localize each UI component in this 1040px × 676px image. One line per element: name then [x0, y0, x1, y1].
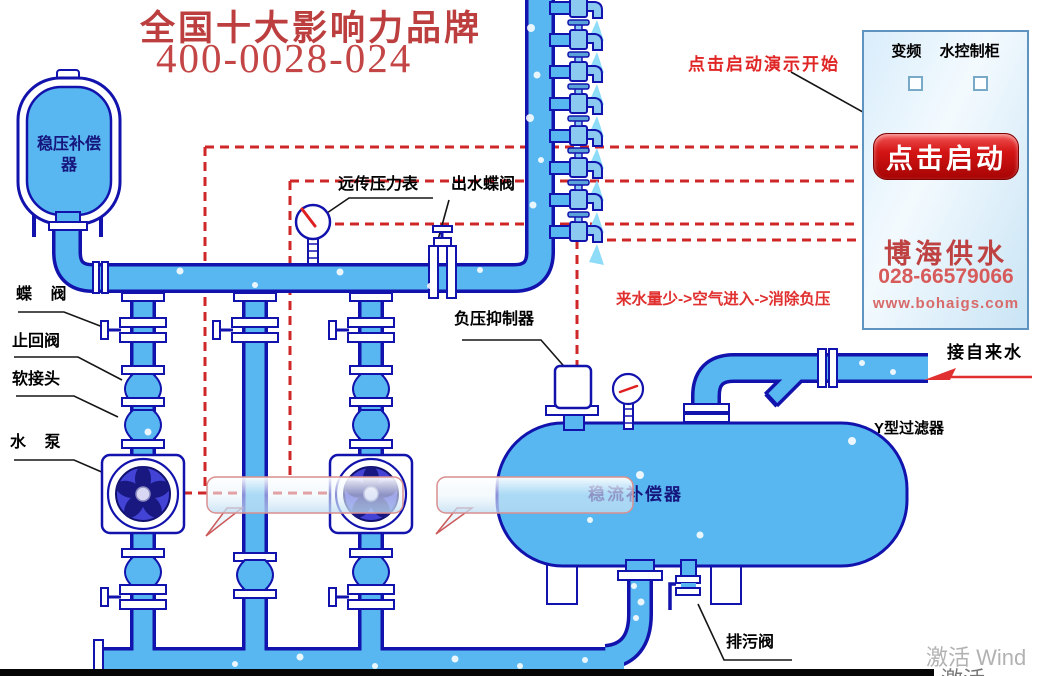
surge-tank — [16, 69, 122, 237]
remote-pressure-gauge-icon — [294, 203, 332, 265]
company-name: 博海供水 — [884, 239, 1008, 269]
bottom-bar — [0, 669, 934, 676]
flange-icon — [101, 261, 109, 294]
drain-valve-label: 排污阀 — [726, 634, 775, 651]
vfd-label: 变频 — [891, 43, 922, 60]
activation-watermark-2: 激活 Wind — [941, 662, 1040, 676]
vacuum-suppressor-label: 负压抑制器 — [454, 311, 535, 328]
callout-bubble-2 — [435, 476, 634, 535]
tank-pressure-gauge-icon — [611, 372, 645, 430]
flexible-joint-label: 软接头 — [12, 371, 61, 388]
y-strainer-label: Y型过滤器 — [874, 420, 945, 437]
outlet-butterfly-valve-icon — [428, 225, 457, 299]
flange-icon — [817, 348, 827, 388]
surge-tank-label: 稳压补偿器 — [36, 136, 101, 174]
water-bubbles — [144, 24, 896, 669]
flange-icon — [683, 413, 730, 423]
brand-title: 全国十大影响力品牌 — [140, 9, 483, 48]
demo-hint-note: 点击启动演示开始 — [688, 55, 840, 74]
activation-watermark-1: 激活 Wind — [926, 645, 1027, 670]
flow-tank — [495, 421, 909, 605]
city-water-label: 接自来水 — [947, 343, 1023, 362]
manifold-cap — [93, 639, 104, 676]
pump-1 — [100, 453, 186, 535]
flange-icon — [92, 261, 100, 294]
indicator-checkbox-2[interactable] — [973, 76, 988, 91]
butterfly-valve-label: 蝶 阀 — [16, 286, 67, 303]
vacuum-suppressor-icon — [545, 364, 599, 431]
tap-row — [549, 0, 605, 266]
company-phone: 028-66579066 — [878, 265, 1014, 288]
callout-bubble-1 — [205, 476, 404, 537]
cabinet-label: 水控制柜 — [939, 43, 1000, 60]
flange-icon — [683, 403, 730, 413]
indicator-checkbox-1[interactable] — [908, 76, 923, 91]
drain-valve-icon — [668, 559, 701, 610]
city-water-arrow — [924, 368, 1032, 380]
company-website: www.bohaigs.com — [872, 295, 1020, 312]
water-pump-label: 水 泵 — [10, 434, 61, 451]
flange-icon — [828, 348, 838, 388]
control-cabinet-panel: 变频 水控制柜 点击启动 博海供水 028-66579066 www.bohai… — [862, 30, 1029, 330]
check-valve-label: 止回阀 — [12, 333, 61, 350]
outlet-valve-label: 出水蝶阀 — [451, 176, 516, 193]
leader-lines — [14, 71, 898, 661]
panel-header: 变频 水控制柜 — [864, 40, 1027, 61]
brand-hotline: 400-0028-024 — [156, 35, 413, 81]
vacuum-process-note: 来水量少->空气进入->消除负压 — [616, 291, 831, 308]
start-button[interactable]: 点击启动 — [873, 133, 1019, 180]
remote-gauge-label: 远传压力表 — [338, 176, 419, 193]
